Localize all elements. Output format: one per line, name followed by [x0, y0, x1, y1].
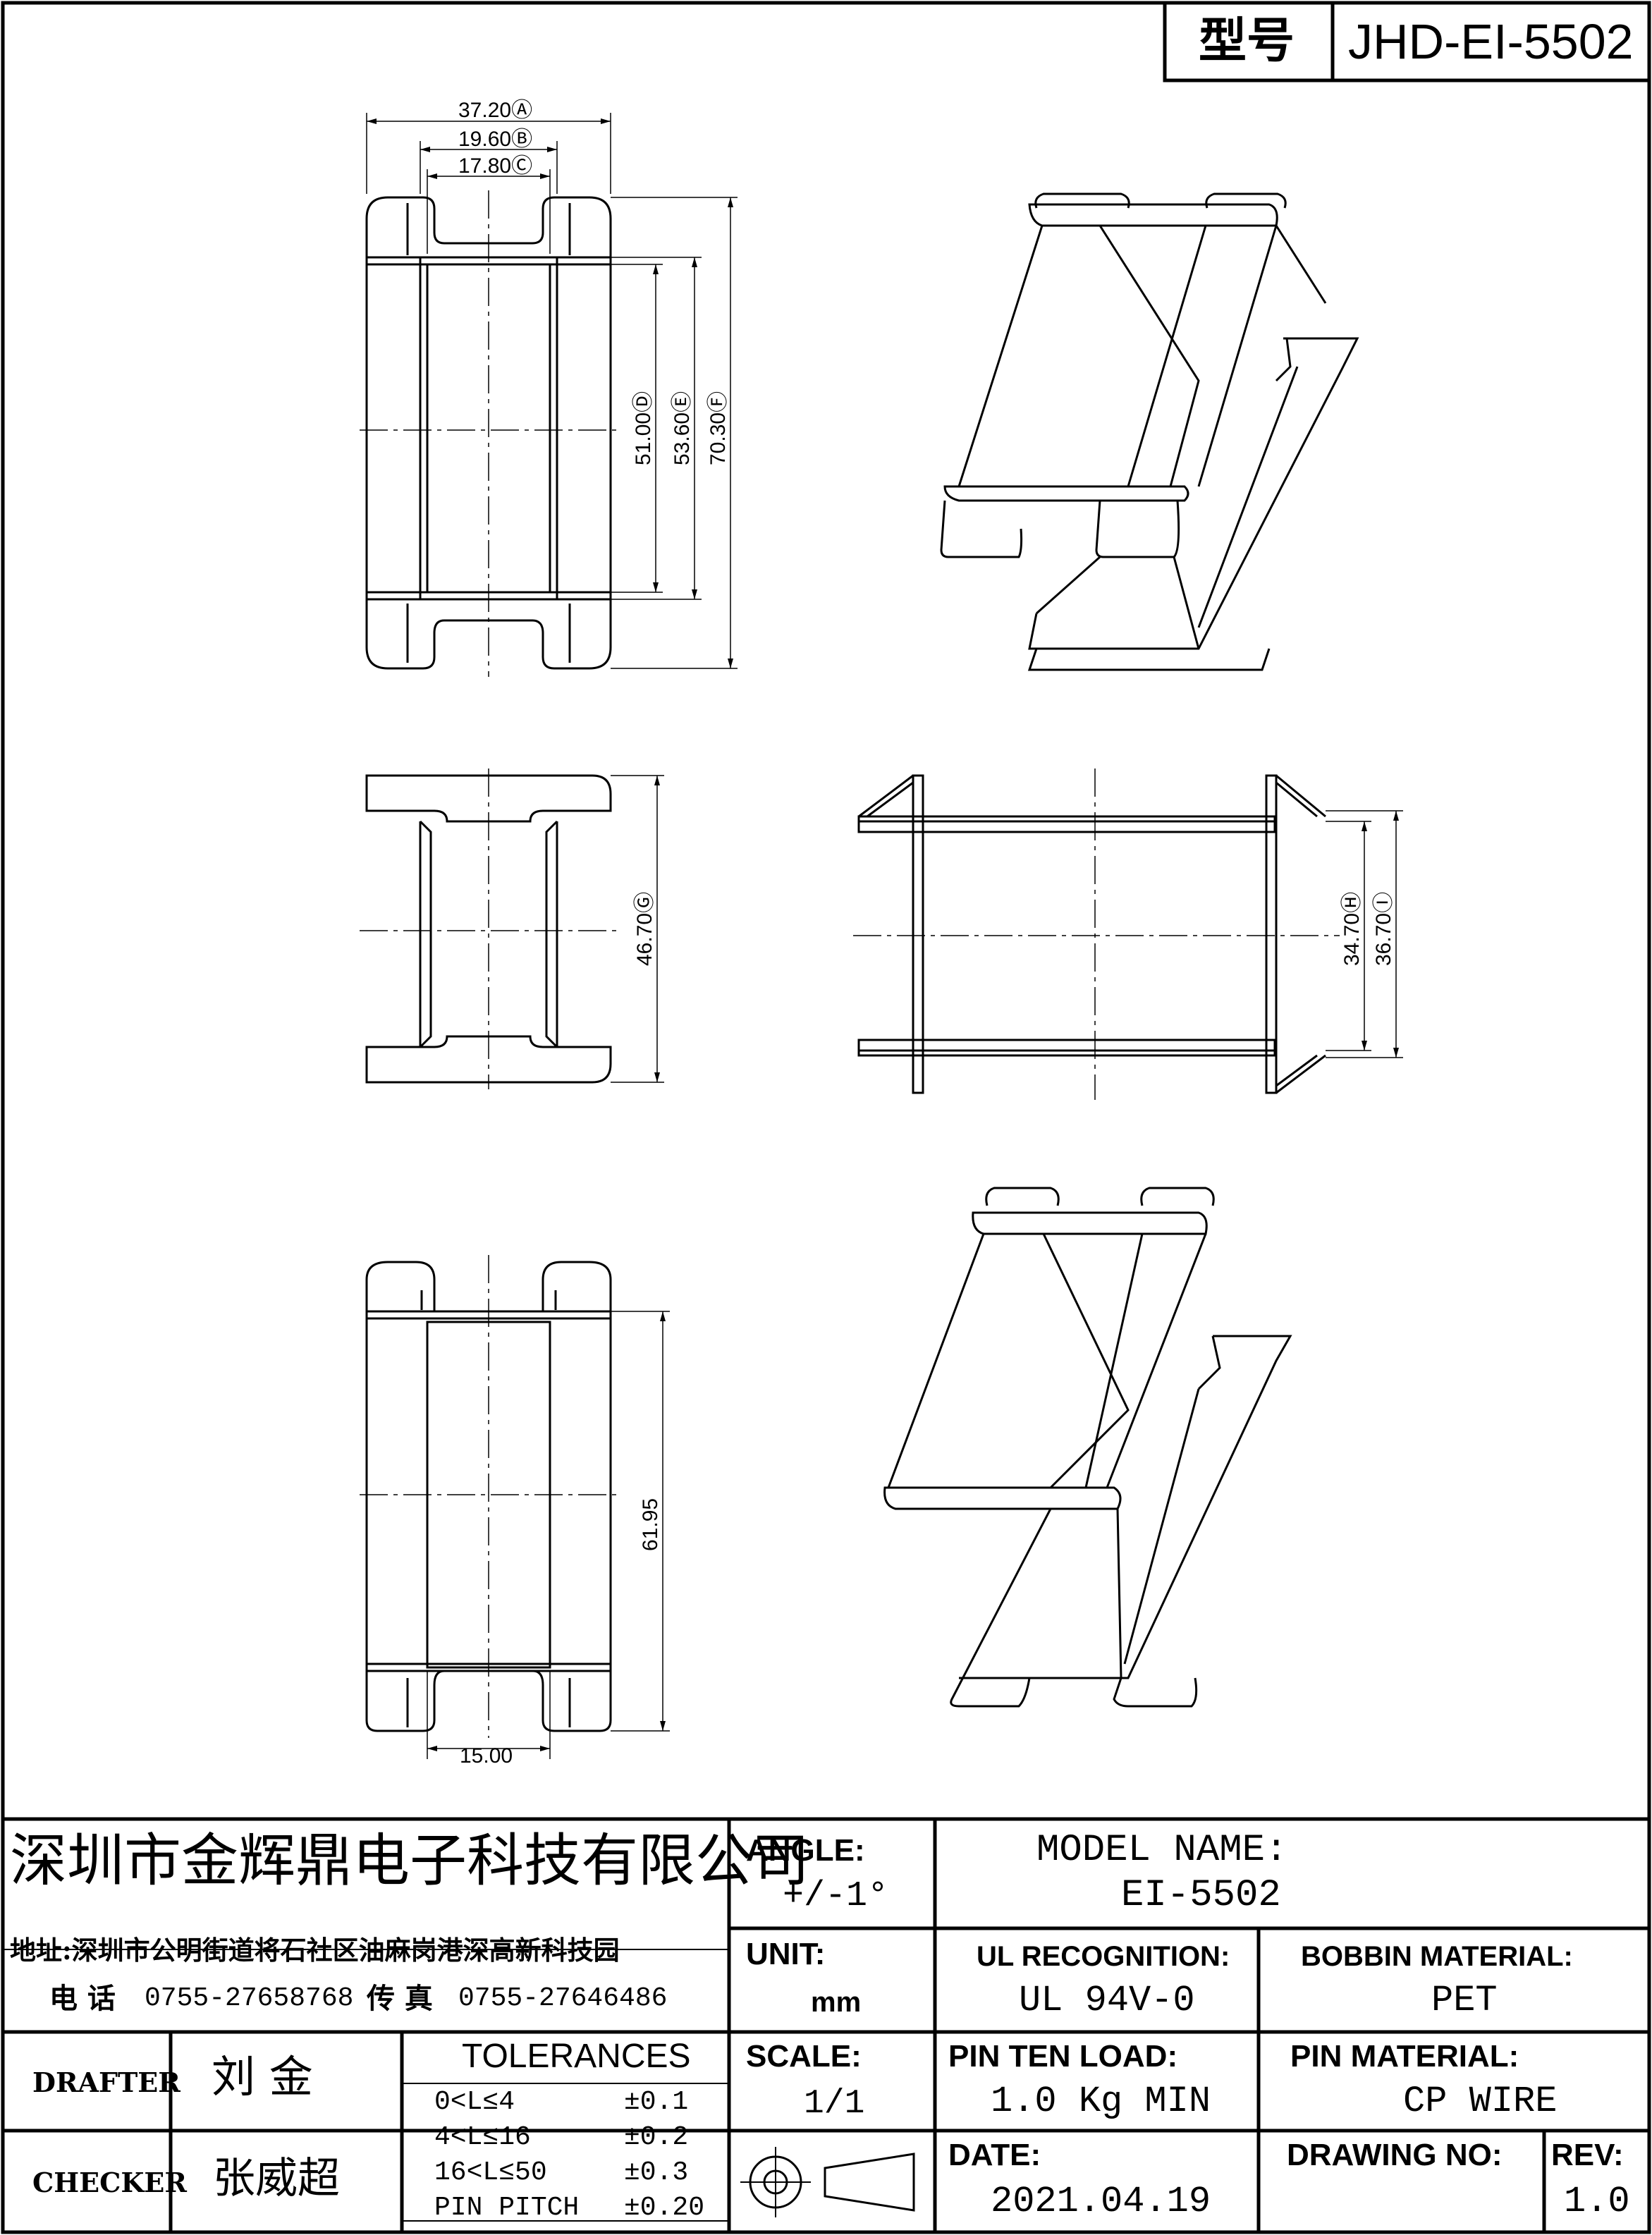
dim-i: 36.70Ⓘ	[1372, 892, 1395, 966]
drafter-label: DRAFTER	[32, 2066, 181, 2098]
dim-b: 19.60Ⓑ	[458, 128, 532, 151]
title-model-box	[1163, 1, 1651, 82]
pin-load-label: PIN TEN LOAD:	[948, 2039, 1178, 2074]
bobbin-label: BOBBIN MATERIAL:	[1301, 1941, 1573, 1972]
tel-value: 0755-27658768	[145, 1983, 354, 2014]
dim-h: 34.70Ⓗ	[1340, 892, 1364, 966]
dim-width: 15.00	[460, 1744, 513, 1768]
tol-range-1: 0<L≤4	[434, 2087, 515, 2117]
drawing-no-label: DRAWING NO:	[1287, 2138, 1503, 2172]
ul-value: UL 94V-0	[1019, 1980, 1195, 2021]
date-value: 2021.04.19	[991, 2181, 1211, 2222]
projection-symbol	[740, 2147, 915, 2217]
checker-name: 张威超	[213, 2154, 340, 2203]
title-model-value: JHD-EI-5502	[1348, 14, 1634, 69]
scale-value: 1/1	[804, 2085, 865, 2123]
rev-label: REV:	[1551, 2138, 1624, 2172]
title-model-label: 型号	[1199, 14, 1295, 68]
tol-value-2: ±0.2	[624, 2122, 689, 2153]
angle-label: ANGLE:	[746, 1833, 865, 1868]
dim-a: 37.20Ⓐ	[458, 99, 532, 122]
fax-label: 传 真	[367, 1982, 433, 2015]
company-name: 深圳市金辉鼎电子科技有限公司	[10, 1828, 810, 1894]
dim-g: 46.70Ⓖ	[633, 892, 656, 966]
pin-material-label: PIN MATERIAL:	[1290, 2039, 1519, 2074]
tol-value-3: ±0.3	[624, 2157, 689, 2188]
side-view	[365, 774, 612, 1084]
dim-f: 70.30Ⓕ	[706, 391, 730, 465]
tel-label: 电 话	[49, 1982, 116, 2015]
dim-d: 51.00Ⓓ	[632, 391, 655, 465]
front-view	[857, 774, 1326, 1094]
drafter-name: 刘 金	[212, 2051, 313, 2102]
tol-range-3: 16<L≤50	[434, 2157, 547, 2188]
model-name-value: EI-5502	[1121, 1874, 1281, 1917]
dim-length: 61.95	[639, 1498, 662, 1551]
date-label: DATE:	[948, 2138, 1041, 2172]
tol-value-4: ±0.20	[624, 2193, 705, 2223]
checker-label: CHECKER	[32, 2167, 187, 2198]
bobbin-value: PET	[1431, 1980, 1498, 2021]
ul-label: UL RECOGNITION:	[977, 1941, 1230, 1972]
tolerances-title: TOLERANCES	[462, 2038, 691, 2075]
tol-range-4: PIN PITCH	[434, 2193, 580, 2223]
fax-value: 0755-27646486	[458, 1983, 668, 2014]
rev-value: 1.0	[1564, 2181, 1630, 2222]
pin-material-value: CP WIRE	[1403, 2081, 1558, 2122]
unit-label: UNIT:	[746, 1937, 826, 1971]
company-address: 地址:深圳市公明街道将石社区油麻岗港深高新科技园	[10, 1935, 620, 1966]
tol-value-1: ±0.1	[624, 2087, 689, 2117]
model-name-label: MODEL NAME:	[1036, 1829, 1288, 1872]
dim-e: 53.60Ⓔ	[671, 391, 694, 465]
dim-c: 17.80Ⓒ	[458, 154, 532, 178]
scale-label: SCALE:	[746, 2039, 862, 2074]
tol-range-2: 4<L≤16	[434, 2122, 531, 2153]
unit-value: mm	[811, 1987, 862, 2018]
isometric-view-top	[940, 192, 1359, 671]
pin-load-value: 1.0 Kg MIN	[991, 2081, 1211, 2122]
isometric-view-bottom	[883, 1187, 1292, 1708]
angle-value: +/-1°	[783, 1876, 889, 1916]
